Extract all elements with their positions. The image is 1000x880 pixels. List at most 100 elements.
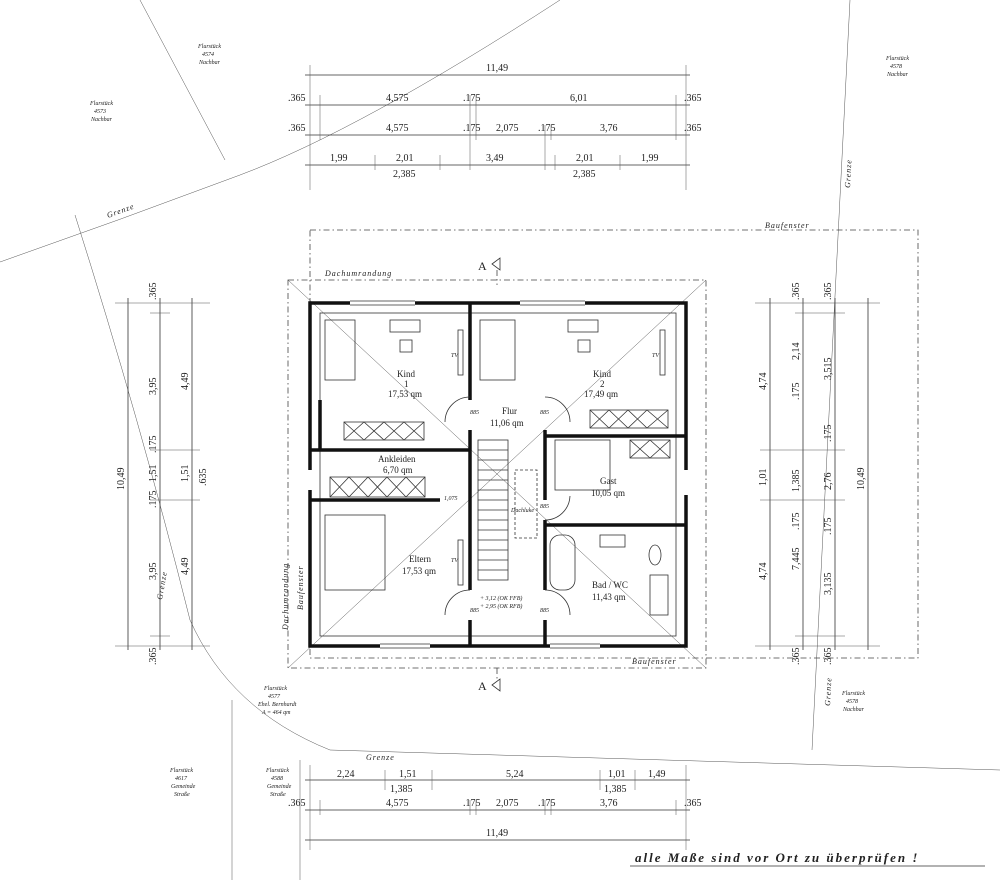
svg-text:885: 885 [540,504,549,510]
svg-text:Ehel. Bernhardt: Ehel. Bernhardt [257,702,297,708]
svg-text:3,95: 3,95 [148,378,159,396]
svg-text:.175: .175 [823,425,834,443]
svg-text:Nachbar: Nachbar [198,60,221,66]
svg-text:4573: 4573 [94,108,106,115]
staircase [477,439,538,581]
svg-text:1: 1 [404,379,409,389]
svg-text:11,49: 11,49 [486,828,508,839]
svg-text:Gemeinde: Gemeinde [171,784,196,790]
svg-text:A = 464 qm: A = 464 qm [261,709,291,716]
svg-text:Flurstück: Flurstück [885,56,909,62]
svg-text:.365: .365 [684,123,702,134]
svg-text:4578: 4578 [846,698,858,705]
interior-walls [310,303,686,646]
parcel-sw: Flurstück 4577 Ehel. Bernhardt A = 464 q… [257,686,297,716]
property-boundary-east [811,0,851,751]
svg-text:17,53 qm: 17,53 qm [388,389,422,399]
furniture [324,319,669,616]
parcel-s2: Flurstück 4588 Gemeinde Straße [265,768,292,798]
svg-text:Straße: Straße [270,791,286,798]
section-arrow-top [491,257,501,271]
svg-text:.175: .175 [148,491,159,509]
baufenster-label-2: Baufenster [632,657,677,666]
svg-text:Nachbar: Nachbar [842,707,865,713]
svg-text:Flurstück: Flurstück [841,691,865,697]
section-arrow-bottom [491,678,501,692]
svg-text:2,24: 2,24 [337,769,355,780]
grenze-label-4: Grenze [366,753,395,762]
room-flur: Flur 11,06 qm [490,406,524,428]
level-rfb: + 2,95 (OK RFB) [480,603,522,610]
svg-text:3,76: 3,76 [600,798,618,809]
svg-text:4,74: 4,74 [758,563,769,581]
svg-text:885: 885 [470,410,479,416]
room-kind2: Kind 2 17,49 qm [584,369,618,399]
svg-text:.365: .365 [791,283,802,301]
tv-icon-3: TV [451,558,459,564]
svg-text:.365: .365 [684,93,702,104]
svg-text:Flurstück: Flurstück [265,768,289,774]
svg-text:885: 885 [470,608,479,614]
dachumrandung-label-2: Dachumrandung [281,563,290,631]
svg-text:.175: .175 [463,798,481,809]
svg-text:1,385: 1,385 [390,784,413,795]
svg-text:Nachbar: Nachbar [886,72,909,78]
svg-text:17,53 qm: 17,53 qm [402,566,436,576]
svg-text:3,515: 3,515 [823,358,834,381]
section-mark-bottom: A [478,679,487,693]
svg-text:Nachbar: Nachbar [90,117,113,123]
svg-text:4588: 4588 [271,775,283,782]
room-kind1: Kind 1 17,53 qm [388,369,422,399]
parcel-s1: Flurstück 4617 Gemeinde Straße [169,768,196,798]
svg-text:.635: .635 [198,469,209,487]
svg-text:4,49: 4,49 [180,558,191,576]
dims-top: 11,49 .365 4,575 .175 6,01 .365 .365 4,5… [288,63,702,190]
tv-icon-2: TV [652,353,660,359]
svg-text:.175: .175 [148,436,159,454]
svg-text:885: 885 [540,410,549,416]
svg-text:.175: .175 [823,518,834,536]
svg-text:1,51: 1,51 [399,769,417,780]
svg-text:7,445: 7,445 [791,548,802,571]
svg-text:4,575: 4,575 [386,798,409,809]
verification-note: alle Maße sind vor Ort zu überprüfen ! [635,850,919,865]
svg-text:11,06 qm: 11,06 qm [490,418,524,428]
svg-text:.365: .365 [148,283,159,301]
svg-text:Gemeinde: Gemeinde [267,784,292,790]
svg-text:2,385: 2,385 [393,169,416,180]
svg-text:.175: .175 [791,383,802,401]
dachumrandung-label-1: Dachumrandung [324,269,392,278]
property-boundary-west [74,214,1000,771]
dims-right: 4,74 1,01 4,74 .365 2,14 .175 1,385 7,44… [755,283,880,665]
room-eltern: Eltern 17,53 qm [402,554,436,576]
room-ankleiden: Ankleiden 6,70 qm [378,454,416,475]
svg-text:1,99: 1,99 [641,153,659,164]
svg-text:1,51: 1,51 [148,465,159,483]
svg-text:4,49: 4,49 [180,373,191,391]
tv-icon-1: TV [451,353,459,359]
level-ffb: + 3,12 (OK FFB) [480,595,522,602]
svg-text:1,51: 1,51 [180,465,191,483]
doors [444,396,571,616]
svg-text:.365: .365 [823,283,834,301]
door-dims: 885 885 885 885 885 1,075 [444,410,549,614]
svg-text:Kind: Kind [397,369,416,379]
baufenster-label-1: Baufenster [765,221,810,230]
svg-text:.175: .175 [791,513,802,531]
svg-text:6,01: 6,01 [570,93,588,104]
svg-text:10,49: 10,49 [856,468,867,491]
svg-text:10,05 qm: 10,05 qm [591,488,625,498]
dims-left: 10,49 .365 3,95 .175 1,51 .175 3,95 .365… [115,283,210,665]
svg-text:1,385: 1,385 [604,784,627,795]
svg-text:Kind: Kind [593,369,612,379]
svg-text:2: 2 [600,379,605,389]
svg-text:.365: .365 [288,93,306,104]
svg-text:885: 885 [540,608,549,614]
svg-text:2,14: 2,14 [791,343,802,361]
svg-text:Bad / WC: Bad / WC [592,580,628,590]
room-gast: Gast 10,05 qm [591,476,625,498]
svg-text:Flurstück: Flurstück [263,686,287,692]
svg-text:4577: 4577 [268,693,281,700]
svg-text:2,075: 2,075 [496,123,519,134]
svg-text:3,95: 3,95 [148,563,159,581]
